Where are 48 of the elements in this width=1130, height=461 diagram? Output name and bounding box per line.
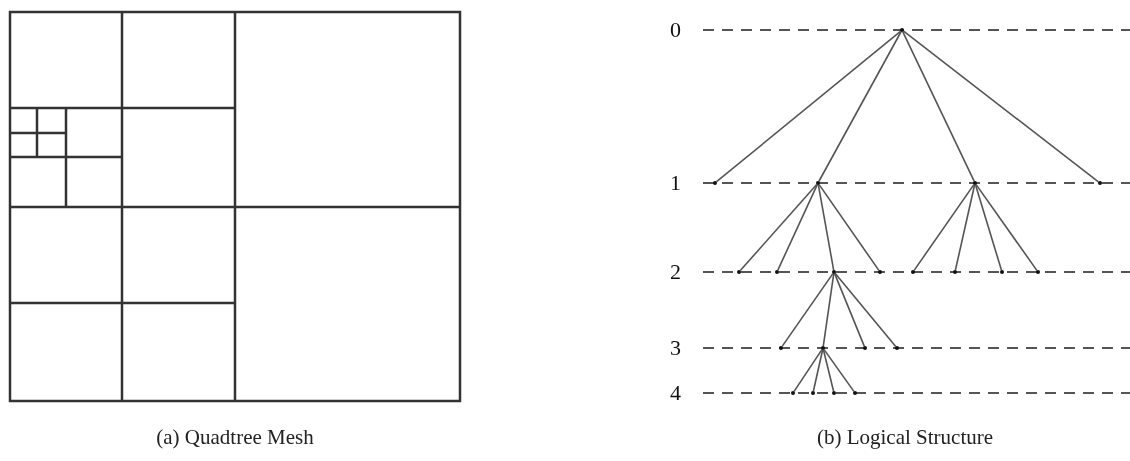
tree-node-dot xyxy=(811,391,815,395)
tree-node-dot xyxy=(832,391,836,395)
tree-branch xyxy=(834,272,897,348)
tree-node-dot xyxy=(878,270,882,274)
tree-node-dot xyxy=(1000,270,1004,274)
tree-node-dot xyxy=(791,391,795,395)
tree-branch xyxy=(822,349,835,392)
tree-branch xyxy=(793,348,823,393)
figure-caption: (a) Quadtree Mesh xyxy=(156,427,314,448)
tree-branch xyxy=(715,30,902,183)
tree-node-dot xyxy=(911,270,915,274)
level-number: 1 xyxy=(670,172,681,194)
tree-branch xyxy=(777,184,818,271)
tree-branch xyxy=(818,30,902,183)
tree-branch xyxy=(902,30,1100,183)
tree-branch xyxy=(817,184,835,271)
tree-node-dot xyxy=(973,181,977,185)
tree-branch xyxy=(818,183,880,272)
tree-branch xyxy=(913,183,975,272)
tree-node-dot xyxy=(895,346,899,350)
tree-node-dot xyxy=(1098,181,1102,185)
tree-branch xyxy=(739,183,818,272)
level-number: 2 xyxy=(670,261,681,283)
tree-node-dot xyxy=(779,346,783,350)
tree-branch xyxy=(833,273,866,347)
tree-branch xyxy=(812,349,824,392)
tree-branch xyxy=(954,184,976,271)
level-number: 0 xyxy=(670,19,681,41)
tree-node-dot xyxy=(832,270,836,274)
tree-node-dot xyxy=(775,270,779,274)
figure-caption: (b) Logical Structure xyxy=(816,427,994,448)
tree-node-dot xyxy=(821,346,825,350)
tree-node-dot xyxy=(1036,270,1040,274)
tree-branch xyxy=(974,184,1003,271)
tree-node-dot xyxy=(816,181,820,185)
tree-node-dot xyxy=(900,28,904,32)
level-number: 4 xyxy=(670,382,681,404)
tree-branch xyxy=(975,183,1038,272)
tree-node-dot xyxy=(863,346,867,350)
tree-branch xyxy=(781,272,834,348)
tree-node-dot xyxy=(713,181,717,185)
tree-node-dot xyxy=(953,270,957,274)
tree-node-dot xyxy=(853,391,857,395)
tree-branch xyxy=(823,348,855,393)
tree-branch xyxy=(902,31,975,182)
tree-branch xyxy=(822,273,835,347)
tree-node-dot xyxy=(737,270,741,274)
level-number: 3 xyxy=(670,337,681,359)
